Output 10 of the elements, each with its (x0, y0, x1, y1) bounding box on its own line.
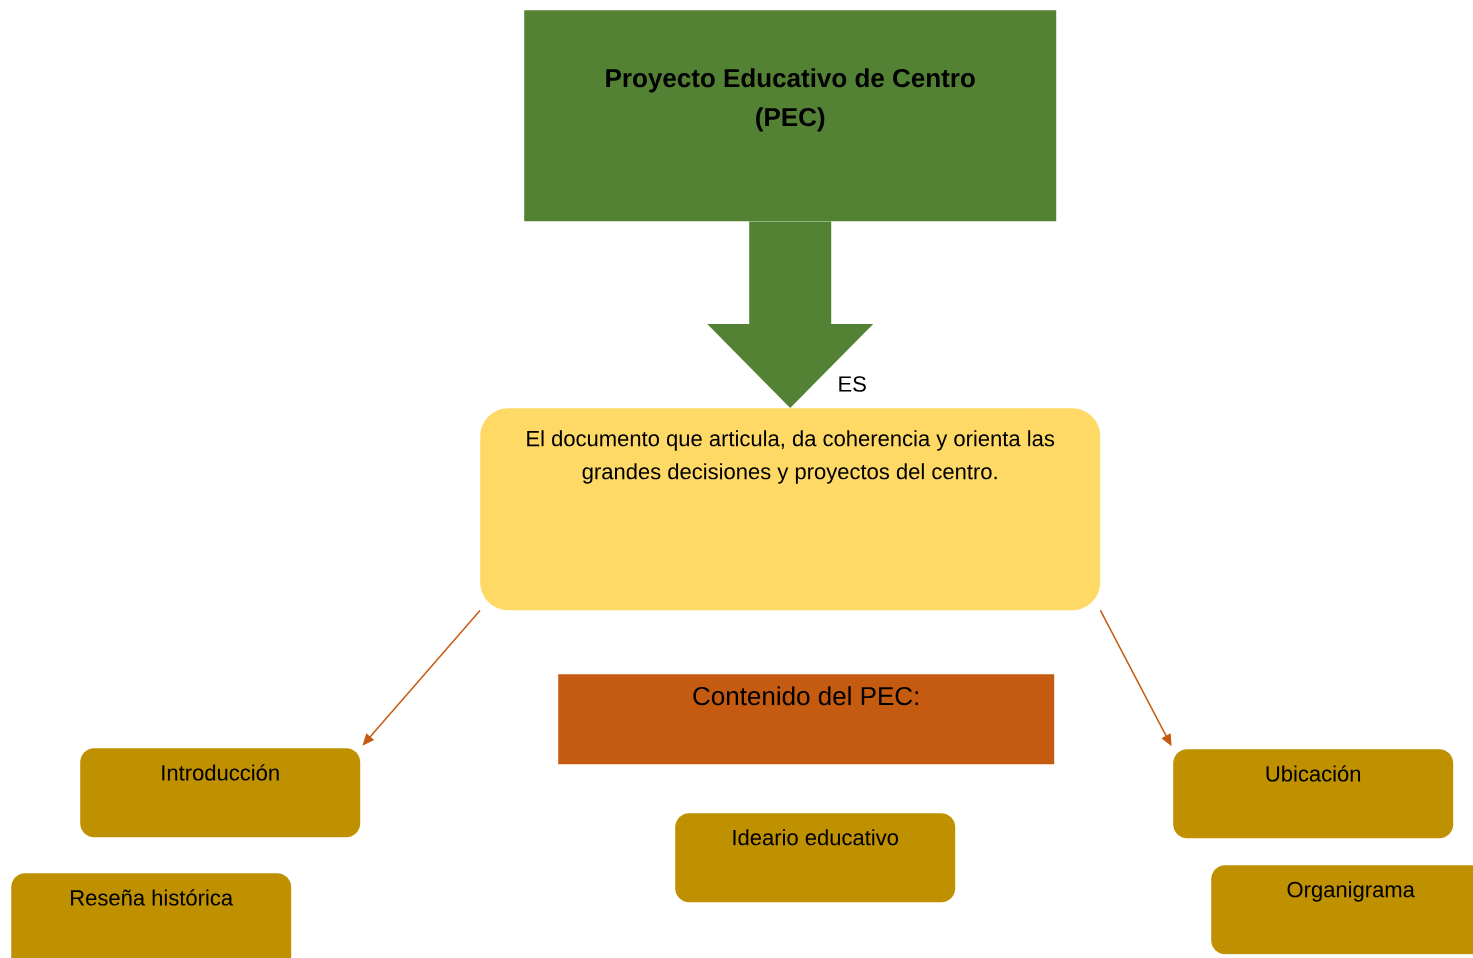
title-box: Proyecto Educativo de Centro (PEC) (524, 10, 1057, 222)
content-box: Ubicación (1173, 749, 1454, 839)
section-header-box: Contenido del PEC: (558, 674, 1055, 765)
content-box: Introducción (80, 748, 361, 838)
block-arrow (707, 221, 874, 408)
definition-box: El documento que articula, da coherencia y orienta las grandes decisiones y proyectos del centro. (480, 408, 1101, 611)
content-box: Ideario educativo (675, 813, 956, 903)
content-box: Organigrama (1211, 865, 1473, 955)
edge-label: ES (836, 375, 868, 393)
content-box: Reseña histórica (11, 873, 292, 958)
